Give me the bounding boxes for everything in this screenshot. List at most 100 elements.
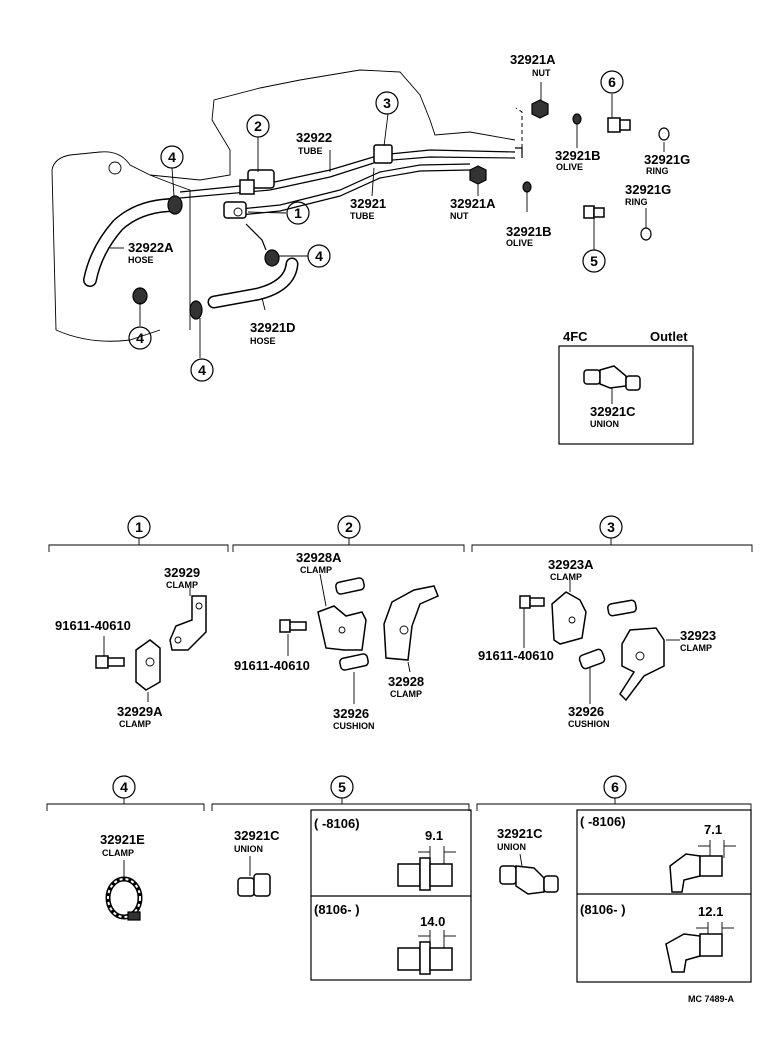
clamp-at-2 [239, 169, 275, 195]
svg-text:TUBE: TUBE [298, 146, 323, 156]
svg-text:UNION: UNION [590, 419, 619, 429]
svg-text:4: 4 [136, 330, 144, 346]
section-3-parts: 32923A CLAMP 91611-40610 32923 CLAMP 329… [478, 557, 716, 729]
svg-text:HOSE: HOSE [250, 336, 276, 346]
svg-text:91611-40610: 91611-40610 [234, 658, 310, 673]
svg-text:91611-40610: 91611-40610 [55, 618, 131, 633]
callout-5-top: 5 [582, 249, 606, 273]
svg-text:32921C: 32921C [234, 828, 280, 843]
label-32922A: 32922A HOSE [128, 240, 174, 265]
olive-32921B-top [572, 113, 582, 125]
section-1-parts: 32929 CLAMP 91611-40610 32929A CLAMP [55, 565, 207, 729]
label-32921B-top: 32921B OLIVE [555, 148, 601, 172]
svg-text:32921: 32921 [350, 196, 386, 211]
section-5-parts: 32921C UNION ( -8106) 9.1 (8106- ) 14.0 [234, 809, 472, 981]
callout-4-top-d: 4 [190, 358, 214, 382]
svg-text:2: 2 [345, 519, 353, 535]
svg-text:( -8106): ( -8106) [314, 816, 360, 831]
svg-text:32923: 32923 [680, 628, 716, 643]
inset-4fc-outlet: 4FC Outlet 32921C UNION [558, 329, 694, 445]
svg-text:Outlet: Outlet [650, 329, 688, 344]
tube-32921 [229, 163, 471, 217]
svg-text:32921B: 32921B [506, 224, 552, 239]
svg-text:32929: 32929 [164, 565, 200, 580]
svg-text:CLAMP: CLAMP [390, 689, 422, 699]
hose-clamps [132, 195, 280, 320]
engine-outline [51, 69, 516, 342]
svg-text:CUSHION: CUSHION [333, 721, 375, 731]
svg-text:32921E: 32921E [100, 832, 145, 847]
svg-text:( -8106): ( -8106) [580, 814, 626, 829]
label-32921: 32921 TUBE [350, 196, 386, 221]
svg-text:9.1: 9.1 [425, 828, 443, 843]
svg-text:32922: 32922 [296, 130, 332, 145]
svg-text:32929A: 32929A [117, 704, 163, 719]
svg-text:4: 4 [120, 779, 128, 795]
svg-text:CLAMP: CLAMP [550, 572, 582, 582]
svg-text:7.1: 7.1 [704, 822, 722, 837]
union-top [607, 117, 631, 133]
svg-text:32921A: 32921A [450, 196, 496, 211]
svg-text:4FC: 4FC [563, 329, 588, 344]
svg-text:1: 1 [294, 205, 302, 221]
ring-32921G-top [658, 127, 670, 141]
hose-32922A [83, 198, 182, 287]
svg-text:3: 3 [607, 519, 615, 535]
svg-text:12.1: 12.1 [698, 904, 723, 919]
section-headers-row2: 4 5 6 [46, 775, 752, 811]
svg-text:32921G: 32921G [625, 182, 671, 197]
callout-1-top: 1 [286, 201, 310, 225]
svg-text:HOSE: HOSE [128, 255, 154, 265]
label-32922: 32922 TUBE [296, 130, 332, 156]
olive-32921B-mid [522, 181, 532, 193]
svg-text:32923A: 32923A [548, 557, 594, 572]
ring-32921G-mid [640, 227, 652, 241]
hose-32921D [207, 257, 299, 309]
svg-text:UNION: UNION [497, 842, 526, 852]
clamp-at-3 [373, 144, 393, 164]
svg-text:32921C: 32921C [497, 826, 543, 841]
svg-text:TUBE: TUBE [350, 211, 375, 221]
svg-text:6: 6 [611, 779, 619, 795]
callout-4-top-c: 4 [128, 326, 152, 350]
callout-6-top: 6 [600, 70, 624, 94]
callout-4-top-b: 4 [307, 244, 331, 268]
callout-3-top: 3 [375, 91, 399, 115]
section-4-parts: 32921E CLAMP [100, 832, 145, 921]
svg-text:6: 6 [608, 74, 616, 90]
svg-text:5: 5 [590, 253, 598, 269]
svg-text:14.0: 14.0 [420, 914, 445, 929]
svg-text:32921A: 32921A [510, 52, 556, 67]
section-6-parts: 32921C UNION ( -8106) 7.1 (8106- ) 12.1 [497, 809, 752, 983]
svg-text:32921G: 32921G [644, 152, 690, 167]
label-32921B-mid: 32921B OLIVE [506, 224, 552, 248]
svg-text:(8106- ): (8106- ) [580, 902, 626, 917]
leader-lines-top [110, 82, 665, 358]
union-mid [583, 205, 605, 219]
svg-text:32926: 32926 [568, 704, 604, 719]
label-32921D: 32921D HOSE [250, 320, 296, 346]
callout-4-top-a: 4 [160, 145, 184, 169]
svg-text:32922A: 32922A [128, 240, 174, 255]
svg-text:4: 4 [198, 362, 206, 378]
svg-text:1: 1 [135, 519, 143, 535]
section-headers-row1: 1 2 3 [48, 515, 753, 552]
svg-text:32926: 32926 [333, 706, 369, 721]
svg-text:2: 2 [254, 118, 262, 134]
svg-text:4: 4 [315, 248, 323, 264]
svg-text:OLIVE: OLIVE [556, 162, 583, 172]
svg-text:UNION: UNION [234, 844, 263, 854]
nut-32921A-top [531, 99, 549, 119]
svg-text:32921B: 32921B [555, 148, 601, 163]
svg-text:CLAMP: CLAMP [102, 848, 134, 858]
svg-text:CLAMP: CLAMP [119, 719, 151, 729]
nut-32921A-mid [469, 165, 487, 185]
svg-text:32921C: 32921C [590, 404, 636, 419]
label-32921G-top: 32921G RING [644, 152, 690, 176]
svg-text:32928A: 32928A [296, 550, 342, 565]
svg-text:4: 4 [168, 149, 176, 165]
svg-text:NUT: NUT [450, 211, 469, 221]
clamp-at-1 [223, 201, 267, 251]
svg-text:CLAMP: CLAMP [680, 643, 712, 653]
